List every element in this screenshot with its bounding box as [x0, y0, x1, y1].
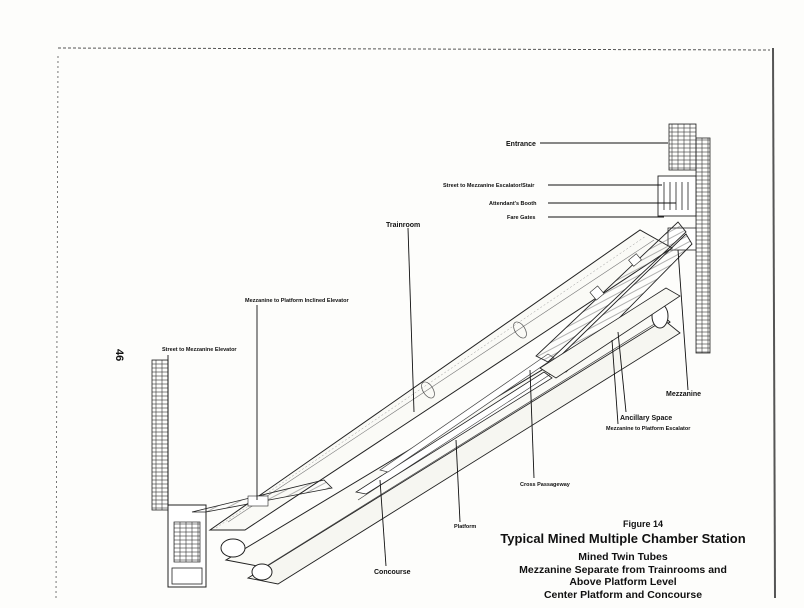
figure-number: Figure 14	[623, 519, 663, 529]
label-attendants-booth: Attendant's Booth	[489, 201, 537, 207]
label-street-to-mezzanine-escalator: Street to Mezzanine Escalator/Stair	[443, 183, 535, 189]
caption-line-1: Mined Twin Tubes	[578, 551, 668, 563]
leader-lines	[167, 142, 689, 567]
inclined-elevator	[191, 479, 333, 513]
label-trainroom: Trainroom	[386, 222, 420, 229]
concourse	[354, 353, 561, 501]
label-entrance: Entrance	[506, 141, 536, 148]
caption-line-2: Mezzanine Separate from Trainrooms and	[519, 564, 727, 576]
caption-line-3: Above Platform Level	[569, 576, 676, 588]
caption: Figure 14 Typical Mined Multiple Chamber…	[500, 519, 745, 601]
caption-line-4: Center Platform and Concourse	[544, 589, 702, 601]
label-mezzanine: Mezzanine	[666, 391, 701, 398]
label-inclined-elevator: Mezzanine to Platform Inclined Elevator	[245, 298, 349, 304]
label-street-to-mezzanine-elevator: Street to Mezzanine Elevator	[162, 347, 237, 353]
label-fare-gates: Fare Gates	[507, 215, 535, 221]
label-cross-passageway: Cross Passageway	[520, 482, 571, 488]
mezzanine-tube	[539, 287, 681, 379]
label-mezzanine-to-platform-escalator: Mezzanine to Platform Escalator	[606, 426, 691, 432]
label-ancillary-space: Ancillary Space	[620, 415, 672, 422]
figure-title: Typical Mined Multiple Chamber Station	[500, 531, 745, 546]
left-elevator-shaft	[151, 359, 207, 588]
label-concourse: Concourse	[374, 569, 411, 576]
page-border	[55, 47, 776, 599]
labels: Entrance Street to Mezzanine Escalator/S…	[162, 141, 701, 576]
page-number: 46	[113, 349, 125, 361]
label-platform: Platform	[454, 524, 476, 530]
